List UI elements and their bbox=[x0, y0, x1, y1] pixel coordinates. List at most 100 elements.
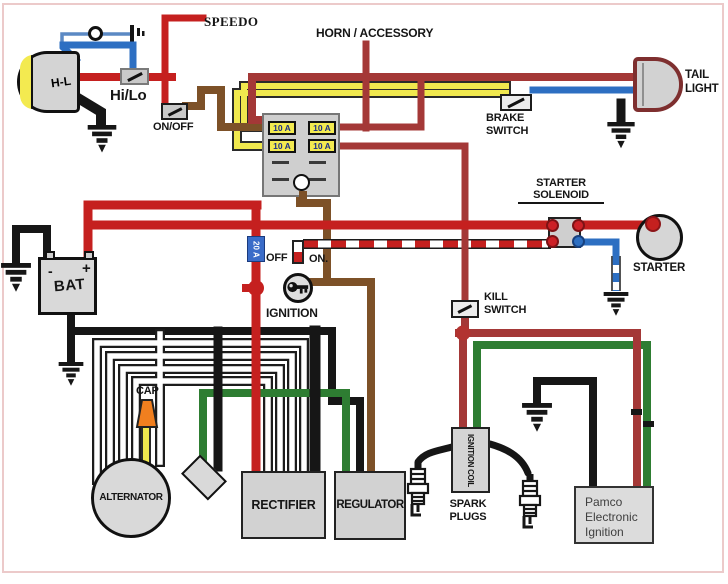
tail-light-label-line2: LIGHT bbox=[685, 82, 719, 95]
cap-label: CAP bbox=[136, 385, 159, 397]
high-beam-terminal-icon bbox=[130, 25, 145, 42]
points-and-rectifier-black-wires bbox=[213, 325, 321, 479]
regulator: REGULATOR bbox=[334, 471, 406, 540]
terminal-icon bbox=[572, 219, 585, 232]
rectifier: RECTIFIER bbox=[241, 471, 326, 539]
ignition-off-label: OFF bbox=[266, 252, 288, 264]
pamco-label-line2: Electronic bbox=[585, 510, 638, 524]
main-fuse-20a: 20 A bbox=[247, 236, 265, 262]
kill-switch-junction-dot bbox=[455, 325, 471, 341]
tail-light-label: TAIL LIGHT bbox=[685, 69, 719, 97]
wire-connector-tick bbox=[631, 409, 642, 415]
dark-red-accessory-wires bbox=[248, 40, 641, 492]
speedo-label: SPEEDO bbox=[204, 14, 259, 29]
kill-switch-label: KILL SWITCH bbox=[484, 291, 526, 317]
terminal-icon bbox=[546, 235, 559, 248]
fuse-box-terminal bbox=[293, 174, 310, 191]
battery: - + BAT bbox=[38, 251, 97, 315]
wire-connector-tick bbox=[643, 421, 654, 427]
battery-plus: + bbox=[82, 260, 91, 277]
kill-switch bbox=[451, 300, 479, 318]
alternator-label: ALTERNATOR bbox=[99, 492, 163, 503]
chassis-ground-icon bbox=[58, 362, 84, 386]
fuse-10a: 10 A bbox=[268, 121, 296, 135]
headlight-lens bbox=[20, 55, 33, 109]
hi-lo-label: Hi/Lo bbox=[110, 87, 147, 104]
ignition-on-indicator bbox=[294, 252, 302, 262]
on-off-switch bbox=[161, 103, 188, 120]
ignition-coil: IGNITION COIL bbox=[451, 427, 490, 493]
kill-switch-label-line2: SWITCH bbox=[484, 304, 527, 317]
main-fuse-label: 20 A bbox=[251, 240, 261, 258]
battery-minus: - bbox=[48, 263, 53, 279]
fuse-10a: 10 A bbox=[308, 121, 336, 135]
alternator: ALTERNATOR bbox=[91, 458, 171, 538]
hi-lo-switch bbox=[120, 68, 149, 85]
ignition-label: IGNITION bbox=[266, 306, 318, 320]
starter-button-ground-icon bbox=[603, 292, 629, 316]
regulator-label: REGULATOR bbox=[336, 498, 404, 511]
coil-ground-icon bbox=[522, 403, 552, 432]
spare-fuse-slot bbox=[272, 161, 289, 164]
headlight-ground-icon bbox=[87, 125, 117, 153]
ignition-junction-dot bbox=[248, 280, 264, 296]
indicator-lamp-icon bbox=[88, 26, 103, 41]
switch-lever-icon bbox=[167, 106, 182, 117]
spark-plug-icon-right bbox=[518, 472, 542, 529]
spark-plugs-label: SPARK PLUGS bbox=[437, 498, 499, 524]
starter-solenoid bbox=[546, 217, 585, 248]
taillight-ground-icon bbox=[607, 122, 635, 149]
brake-switch-label-line2: SWITCH bbox=[486, 125, 529, 138]
ignition-on-label: ON. bbox=[309, 253, 328, 265]
starter-button-striped-wire bbox=[303, 239, 621, 291]
page-frame bbox=[2, 3, 724, 573]
tail-light bbox=[633, 57, 683, 112]
on-off-label: ON/OFF bbox=[153, 121, 194, 133]
battery-ground-icon bbox=[1, 263, 31, 292]
pamco-label-line1: Pamco bbox=[585, 495, 623, 509]
starter-solenoid-label: STARTER SOLENOID bbox=[518, 177, 604, 204]
brake-switch-label-line1: BRAKE bbox=[486, 112, 525, 124]
spare-fuse-slot bbox=[309, 178, 326, 181]
spare-fuse-slot bbox=[272, 178, 289, 181]
tail-light-seam bbox=[642, 63, 644, 106]
brake-switch-label: BRAKE SWITCH bbox=[486, 112, 528, 138]
kill-switch-label-line1: KILL bbox=[484, 291, 508, 303]
pamco-label-line3: Ignition bbox=[585, 525, 624, 539]
headlight-label: H-L bbox=[50, 73, 72, 91]
terminal-icon bbox=[572, 235, 585, 248]
spark-plug-icon-left bbox=[406, 460, 430, 517]
spare-fuse-slot bbox=[309, 161, 326, 164]
starter-solenoid-label-line1: STARTER bbox=[536, 177, 586, 189]
battery-pos-terminal bbox=[84, 251, 94, 260]
tail-light-label-line1: TAIL bbox=[685, 69, 709, 81]
spark-plugs-label-line1: SPARK bbox=[449, 498, 487, 510]
fuse-box: 10 A 10 A 10 A 10 A bbox=[262, 113, 340, 199]
ignition-position-indicator bbox=[292, 240, 304, 264]
ignition-switch bbox=[283, 273, 313, 303]
switch-lever-icon bbox=[126, 71, 143, 82]
ignition-coil-label: IGNITION COIL bbox=[466, 433, 475, 487]
battery-neg-terminal bbox=[45, 251, 55, 260]
fuse-box-brown-stub bbox=[299, 191, 307, 199]
headlight: H-L bbox=[17, 51, 80, 113]
green-ignition-wires bbox=[199, 341, 651, 492]
alternator-white-wires bbox=[92, 329, 309, 485]
brake-switch bbox=[500, 94, 532, 111]
cap-icon bbox=[135, 399, 159, 428]
terminal-icon bbox=[546, 219, 559, 232]
pamco-electronic-ignition: Pamco Electronic Ignition bbox=[574, 486, 654, 544]
fuse-10a: 10 A bbox=[308, 139, 336, 153]
starter-label: STARTER bbox=[633, 262, 686, 274]
rectifier-label: RECTIFIER bbox=[251, 497, 316, 512]
switch-lever-icon bbox=[507, 97, 525, 108]
horn-accessory-label: HORN / ACCESSORY bbox=[316, 26, 434, 40]
switch-lever-icon bbox=[457, 304, 473, 314]
battery-label: BAT bbox=[53, 275, 86, 296]
ignition-key-icon bbox=[287, 282, 309, 294]
starter-terminal-icon bbox=[645, 216, 661, 232]
fuse-10a: 10 A bbox=[268, 139, 296, 153]
starter-solenoid-label-line2: SOLENOID bbox=[518, 190, 604, 204]
